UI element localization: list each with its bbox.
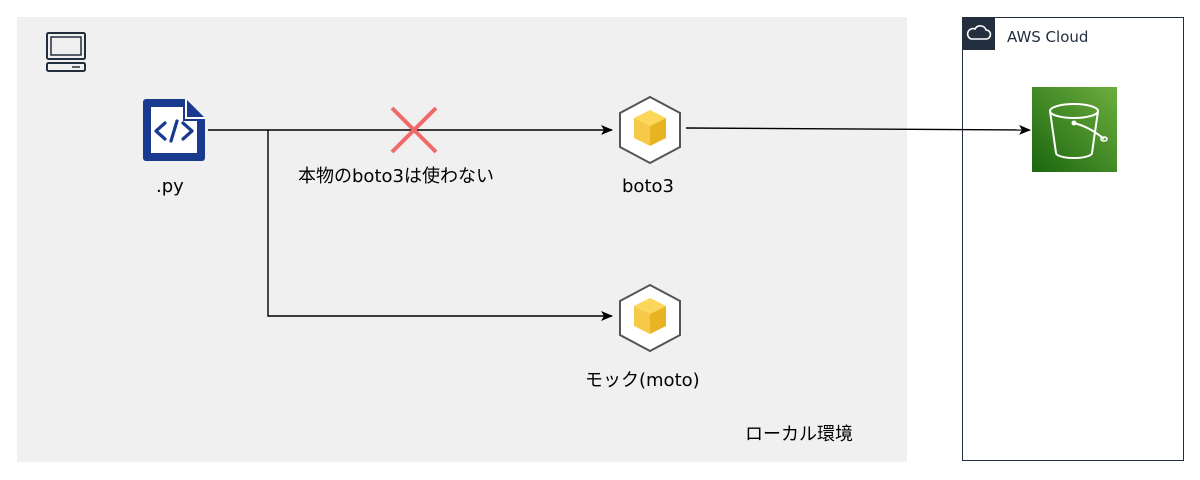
s3-bucket-icon xyxy=(1032,87,1117,172)
red-x-icon xyxy=(390,106,438,154)
cloud-icon xyxy=(966,25,992,40)
package-cube-icon xyxy=(619,95,681,165)
aws-cloud-tab xyxy=(962,17,995,50)
code-file-icon xyxy=(143,99,205,161)
blocked-edge-label: 本物のboto3は使わない xyxy=(298,166,494,187)
script-label: .py xyxy=(156,176,184,197)
aws-cloud-label: AWS Cloud xyxy=(1007,28,1089,46)
mock-label: モック(moto) xyxy=(585,370,700,391)
edge-script-to-mock xyxy=(267,130,613,321)
boto3-label: boto3 xyxy=(622,176,674,197)
mock-package-cube-icon xyxy=(619,283,681,353)
local-environment-label: ローカル環境 xyxy=(745,424,853,445)
edge-boto3-to-s3 xyxy=(685,124,1031,135)
local-environment-group xyxy=(17,17,907,462)
computer-icon xyxy=(46,32,86,72)
